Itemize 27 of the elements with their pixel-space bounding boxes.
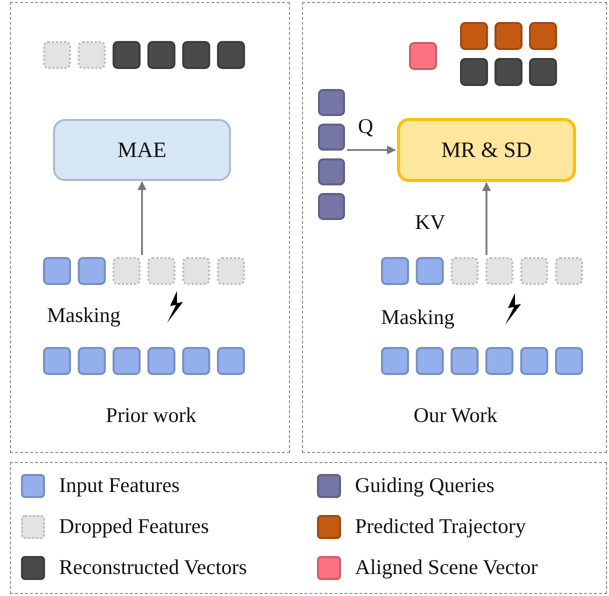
- edge-label: Q: [358, 116, 374, 137]
- legend-label: Dropped Features: [59, 514, 209, 539]
- arrow: [347, 146, 396, 154]
- legend-label: Aligned Scene Vector: [355, 555, 538, 580]
- token-row: [381, 257, 583, 285]
- token-row: [43, 257, 245, 285]
- legend-label: Predicted Trajectory: [355, 514, 526, 539]
- model-box: MAE: [53, 119, 231, 181]
- caption-text: Masking: [47, 305, 120, 326]
- arrow: [138, 181, 146, 255]
- legend-label: Input Features: [59, 473, 180, 498]
- arrow: [482, 182, 491, 255]
- token-row: [43, 347, 245, 375]
- panel-title: Prior work: [104, 403, 198, 428]
- token-row: [381, 347, 583, 375]
- legend-label: Reconstructed Vectors: [59, 555, 247, 580]
- legend-label: Guiding Queries: [355, 473, 494, 498]
- caption-text: Masking: [381, 307, 454, 328]
- token-row: [43, 41, 245, 69]
- token-row: [460, 58, 557, 86]
- model-box: MR & SD: [397, 118, 576, 182]
- token-row: [460, 22, 557, 50]
- dashed-panel: [10, 2, 290, 453]
- dashed-panel: [302, 2, 607, 453]
- panel-title: Our Work: [412, 403, 498, 428]
- scene-vector-token: [409, 42, 437, 70]
- token-row: [318, 89, 345, 220]
